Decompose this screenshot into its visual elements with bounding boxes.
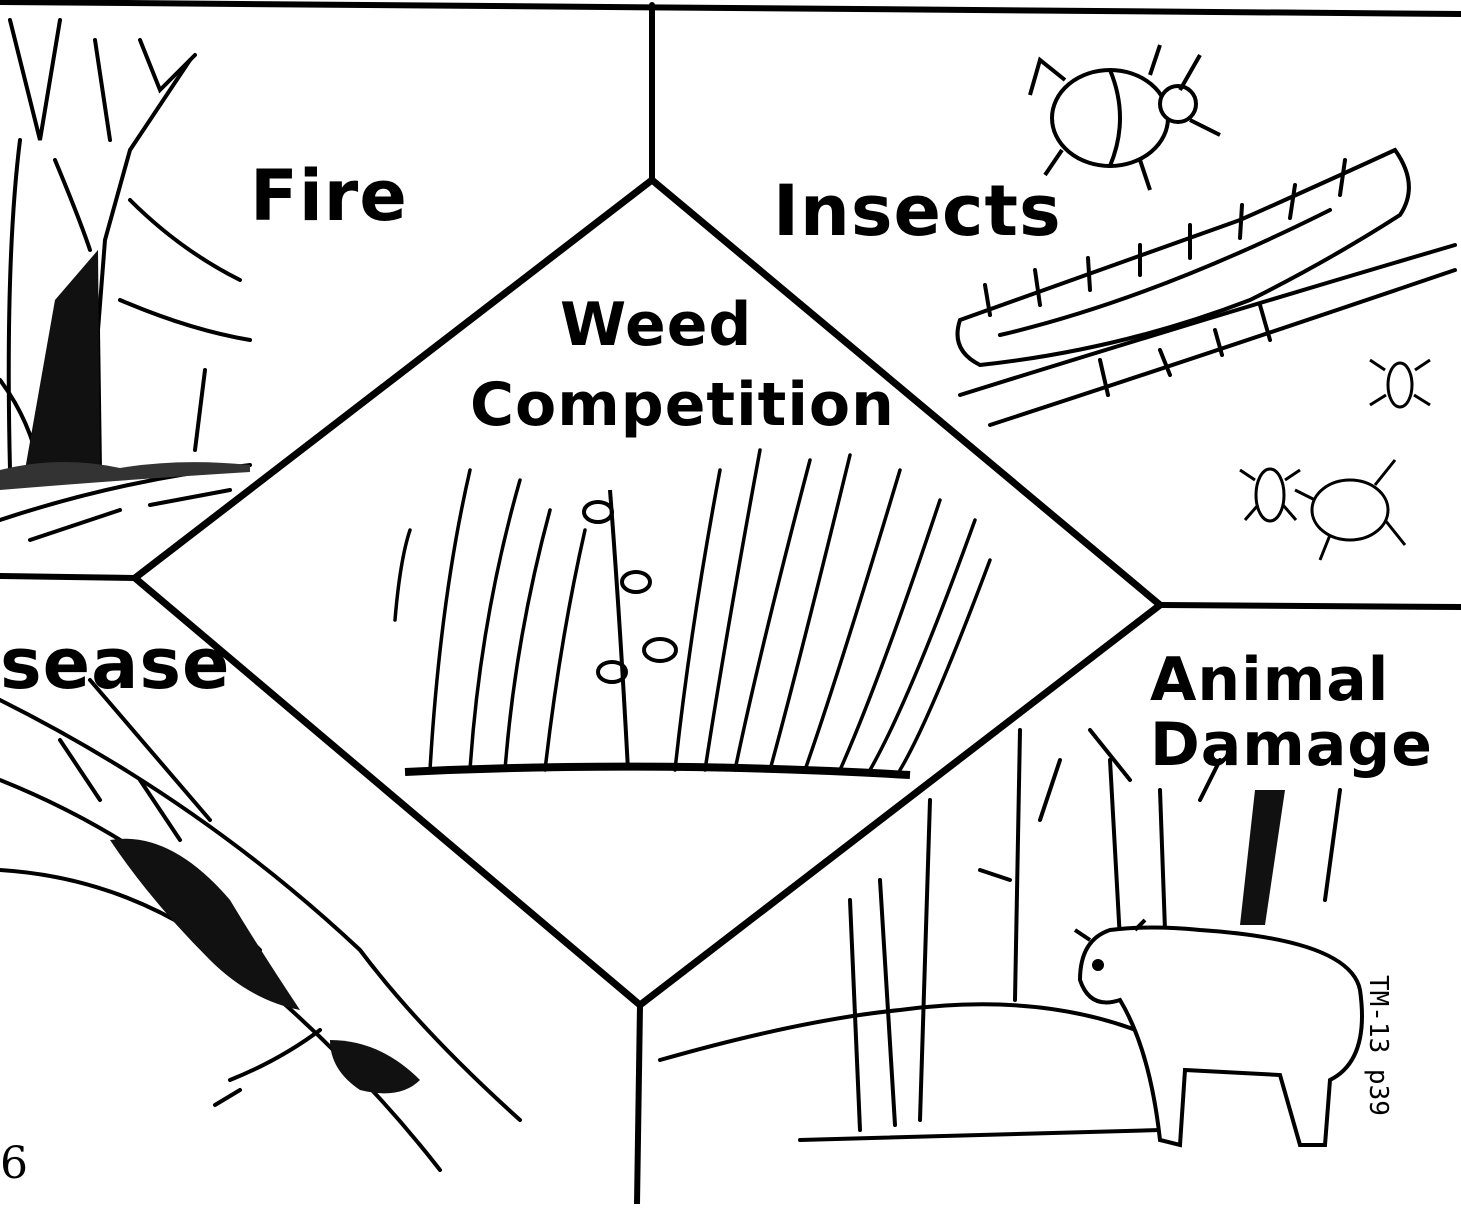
beetle-icon (1030, 45, 1220, 190)
divider-right-horizontal (1160, 605, 1461, 607)
diseased-log-illustration (0, 680, 520, 1170)
decay-spot-2 (330, 1040, 420, 1093)
fire-label: Fire (250, 155, 408, 237)
divider-bottom-vertical (637, 1005, 640, 1204)
top-border-line (0, 2, 1461, 14)
reference-code: TM-13 p39 (1363, 975, 1393, 1116)
animal-label-line1: Animal (1150, 645, 1389, 715)
decay-spot-1 (110, 839, 300, 1010)
weed-label-line1: Weed (560, 290, 752, 360)
insects-label: Insects (773, 170, 1062, 252)
charred-trunk-icon (25, 250, 100, 470)
tree-trunk-icon (1240, 790, 1285, 925)
animal-label-line2: Damage (1150, 710, 1433, 780)
seedling-icon (584, 490, 676, 770)
grass-illustration (395, 450, 990, 770)
disease-label: sease (0, 623, 231, 705)
weed-ground-line (405, 767, 910, 775)
cow-icon (1075, 920, 1362, 1145)
small-insects-icon (1240, 360, 1430, 560)
page-number: 6 (0, 1138, 28, 1189)
divider-left-horizontal (0, 576, 135, 578)
weed-label-line2: Competition (470, 370, 895, 440)
